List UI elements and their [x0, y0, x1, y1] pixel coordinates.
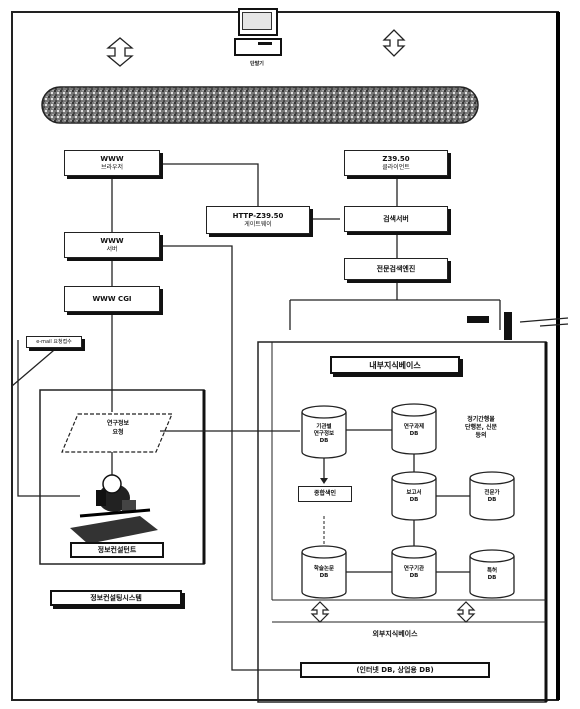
external-kb-sub: (인터넷 DB, 상업용 DB)	[300, 662, 490, 678]
cylinder-5-label: 연구기관 DB	[392, 566, 436, 580]
terminal-label: 단말기	[236, 60, 278, 67]
email-request-tag: e-mail 요청접수	[26, 336, 82, 348]
external-kb-title: 외부지식베이스	[330, 629, 460, 639]
cylinder-3-label: 전문가 DB	[470, 490, 514, 504]
www-server-sub: 서버	[106, 246, 117, 254]
www-cgi-title: WWW CGI	[92, 295, 131, 304]
index-box: 종합색인	[298, 486, 352, 502]
www-server-box: WWW 서버	[64, 232, 160, 258]
www-server-title: WWW	[100, 237, 123, 246]
kb-note: 정기간행물 단행본, 신문 등의	[446, 416, 516, 440]
z3950-client-box: Z39.50 클라이언트	[344, 150, 448, 176]
internal-kb-title: 내부지식베이스	[330, 356, 460, 374]
cylinder-2-label: 보고서 DB	[392, 490, 436, 504]
gateway-box: HTTP-Z39.50 게이트웨이	[206, 206, 310, 234]
search-server-box: 검색서버	[344, 206, 448, 232]
www-cgi-box: WWW CGI	[64, 286, 160, 312]
www-browser-sub: 브라우저	[101, 164, 123, 172]
www-browser-title: WWW	[100, 155, 123, 164]
cylinder-1-label: 연구과제 DB	[392, 424, 436, 438]
cylinder-0-label: 기관별 연구정보 DB	[302, 424, 346, 445]
consultant-desk-label: 정보컨설턴트	[70, 542, 164, 558]
terminal-icon	[232, 8, 280, 58]
cylinder-4-label: 학술논문 DB	[302, 566, 346, 580]
www-browser-box: WWW 브라우저	[64, 150, 160, 176]
search-engine-box: 전문검색엔진	[344, 258, 448, 280]
system-caption: 정보컨설팅시스템	[50, 590, 182, 606]
cylinder-6-label: 특허 DB	[470, 568, 514, 582]
request-form: 연구정보 요청	[80, 418, 156, 436]
